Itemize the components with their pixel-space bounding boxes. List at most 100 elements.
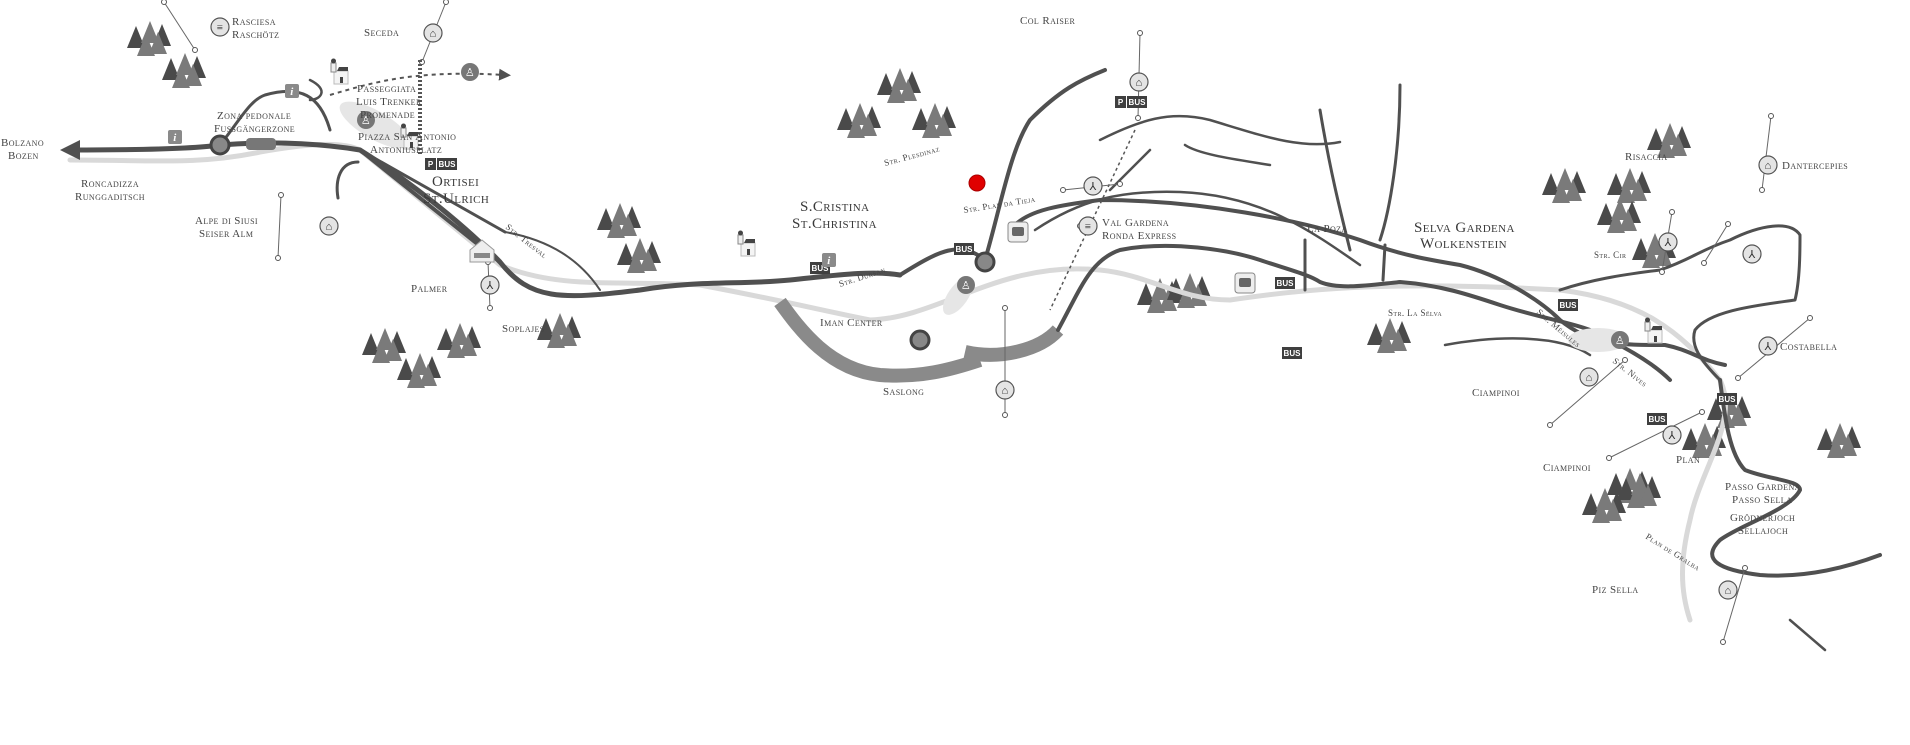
svg-text:BUS: BUS [439, 160, 457, 169]
label-zona-pedonale: Zona pedonale [217, 110, 291, 122]
cable-car-icon[interactable]: ⌂ [1718, 565, 1748, 645]
svg-text:♙: ♙ [1615, 335, 1625, 347]
street-tresval: Str. Tresval [504, 222, 549, 261]
label-raschotz: Raschötz [232, 29, 279, 41]
svg-text:i: i [290, 86, 294, 98]
chairlift-icon[interactable]: ⅄ [1606, 409, 1705, 461]
mountain-icon [617, 238, 661, 273]
svg-text:BUS: BUS [1277, 279, 1295, 288]
label-runggaditsch: Runggaditsch [75, 191, 145, 203]
ski-lift-icon[interactable]: ⅄ [1060, 176, 1123, 196]
label-promenade: Promenade [360, 109, 415, 121]
svg-text:⅄: ⅄ [1668, 430, 1675, 442]
info-icon[interactable]: i [168, 130, 182, 144]
svg-text:P: P [1118, 98, 1124, 107]
cable-car-icon[interactable]: ⌂ [1129, 30, 1149, 121]
svg-text:⌂: ⌂ [325, 221, 332, 233]
label-soplajes: Soplajes [502, 323, 545, 335]
car-icon [1234, 272, 1256, 294]
street-labels: Str. Tresval Str. Plesdinaz Str. Plan da… [504, 143, 1703, 572]
label-iman-center: Iman Center [820, 317, 883, 329]
info-icon[interactable]: i [285, 84, 299, 98]
label-la-poza: La Poza [1307, 223, 1348, 235]
label-rasciesa: Rasciesa [232, 16, 276, 28]
svg-text:BUS: BUS [1129, 98, 1147, 107]
funicular-icon[interactable]: ≡ [161, 0, 230, 53]
svg-text:⌂: ⌂ [1724, 585, 1731, 597]
svg-text:⅄: ⅄ [486, 280, 493, 292]
svg-text:BUS: BUS [1649, 415, 1667, 424]
label-roncadizza: Roncadizza [81, 178, 139, 190]
chairlift-icon[interactable]: ⅄ [1735, 315, 1813, 381]
street-la-selva: Str. La Sëlva [1388, 308, 1442, 318]
svg-text:♙: ♙ [361, 115, 371, 127]
roundabout-icon [209, 134, 231, 156]
mountain-icon [362, 328, 406, 363]
ski-lift-icon[interactable]: ⅄ [1658, 209, 1678, 275]
info-icon[interactable]: i [822, 253, 836, 267]
bus-stop-icon: BUS [1275, 277, 1295, 289]
label-plan: Plan [1676, 454, 1700, 466]
cable-car-icon[interactable]: ⌂ [1547, 357, 1628, 428]
mountain-icon [1582, 488, 1626, 523]
mountain-icon [1817, 423, 1861, 458]
mountain-icon [597, 203, 641, 238]
svg-text:i: i [827, 255, 831, 267]
roads [60, 68, 1882, 652]
tunnel-portal [246, 138, 276, 150]
label-passeggiata: Passeggiata [357, 83, 416, 95]
street-plan-de-gralba: Plan de Gralba [1644, 531, 1702, 573]
chairlift-icon[interactable]: ⅄ [480, 259, 500, 311]
roundabout-icon [974, 251, 996, 273]
svg-text:P: P [428, 160, 434, 169]
mountain-icon [1607, 168, 1651, 203]
cable-car-icon[interactable]: ⌂ [419, 0, 449, 65]
svg-text:♙: ♙ [961, 280, 971, 292]
church-icon [400, 123, 419, 150]
swimming-pool-icon [469, 239, 495, 263]
svg-text:⌂: ⌂ [1135, 77, 1142, 89]
label-passo-sella: Passo Sella [1732, 494, 1792, 506]
bus-stop-icon: BUS [1717, 393, 1737, 405]
cable-car-icon[interactable]: ⌂ [275, 192, 339, 261]
street-cir: Str. Cir [1594, 250, 1626, 260]
mountain-icon [127, 21, 171, 56]
label-alpe-di-siusi: Alpe di Siusi [195, 215, 258, 227]
label-selva-gardena: Selva Gardena [1414, 220, 1515, 236]
label-ciampinoi: Ciampinoi [1472, 387, 1520, 399]
tunnel [774, 297, 1064, 383]
parking-icon: P [1115, 96, 1126, 108]
label-ciampinoi: Ciampinoi [1543, 462, 1591, 474]
mountain-icon [1542, 168, 1586, 203]
bus-stop-icon: BUS [1647, 413, 1667, 425]
pedestrian-icon: ♙ [461, 63, 479, 81]
cable-car-icon[interactable]: ⌂ [1758, 113, 1778, 193]
label-palmer: Palmer [411, 283, 448, 295]
svg-text:BUS: BUS [812, 264, 830, 273]
label-piz-sella: Piz Sella [1592, 584, 1639, 596]
mountain-icon [437, 323, 481, 358]
svg-text:♙: ♙ [465, 67, 475, 79]
svg-text:i: i [173, 132, 177, 144]
place-labels: Bolzano Bozen Rasciesa Raschötz Seceda P… [1, 15, 1848, 596]
location-marker-icon[interactable] [968, 174, 986, 192]
mountain-icon [1367, 318, 1411, 353]
bus-stop-icon: BUS [954, 243, 974, 255]
label-saslong: Saslong [883, 386, 924, 398]
label-seiser-alm: Seiser Alm [199, 228, 253, 240]
pedestrian-icon: ♙ [1611, 331, 1629, 349]
svg-text:⅄: ⅄ [1089, 181, 1096, 193]
mountain-icon [837, 103, 881, 138]
label-st-christina: St.Christina [792, 216, 877, 232]
pedestrian-icon: ♙ [357, 111, 375, 129]
mountain-icon [1597, 198, 1641, 233]
label-costabella: Costabella [1780, 341, 1837, 353]
ski-lift-icon[interactable]: ⅄ [1701, 221, 1762, 266]
cable-car-icon[interactable]: ⌂ [995, 305, 1015, 418]
label-antoniusplatz: Antoniusplatz [370, 144, 442, 156]
label-ronda-express: Ronda Express [1102, 230, 1176, 242]
funicular-icon[interactable]: ≡ [1077, 216, 1098, 236]
bus-stop-icon: BUS [1558, 299, 1578, 311]
church-icon [1644, 317, 1663, 344]
label-grodnerjoch: Grödnerjoch [1730, 512, 1795, 524]
